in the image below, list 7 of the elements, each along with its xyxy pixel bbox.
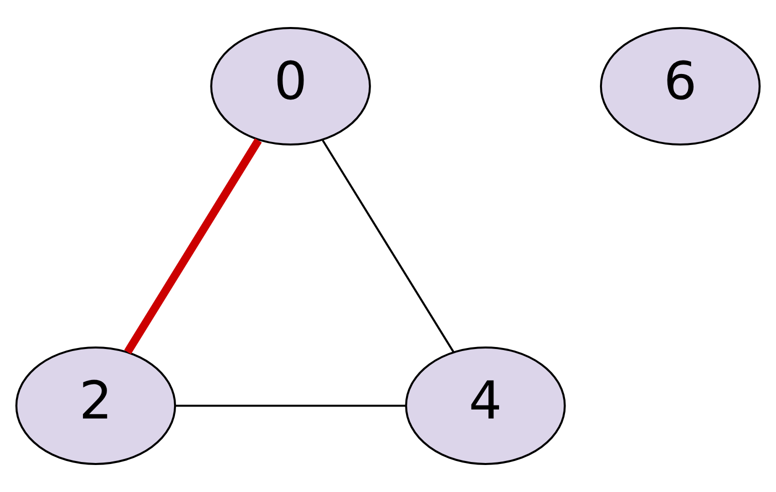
node-ellipse: 0 — [210, 27, 371, 146]
connector — [322, 140, 454, 353]
node-ellipse: 2 — [15, 346, 176, 465]
node-ellipse: 4 — [405, 346, 566, 465]
connector — [176, 404, 406, 407]
node-ellipse: 6 — [600, 27, 761, 146]
connector — [124, 138, 262, 354]
